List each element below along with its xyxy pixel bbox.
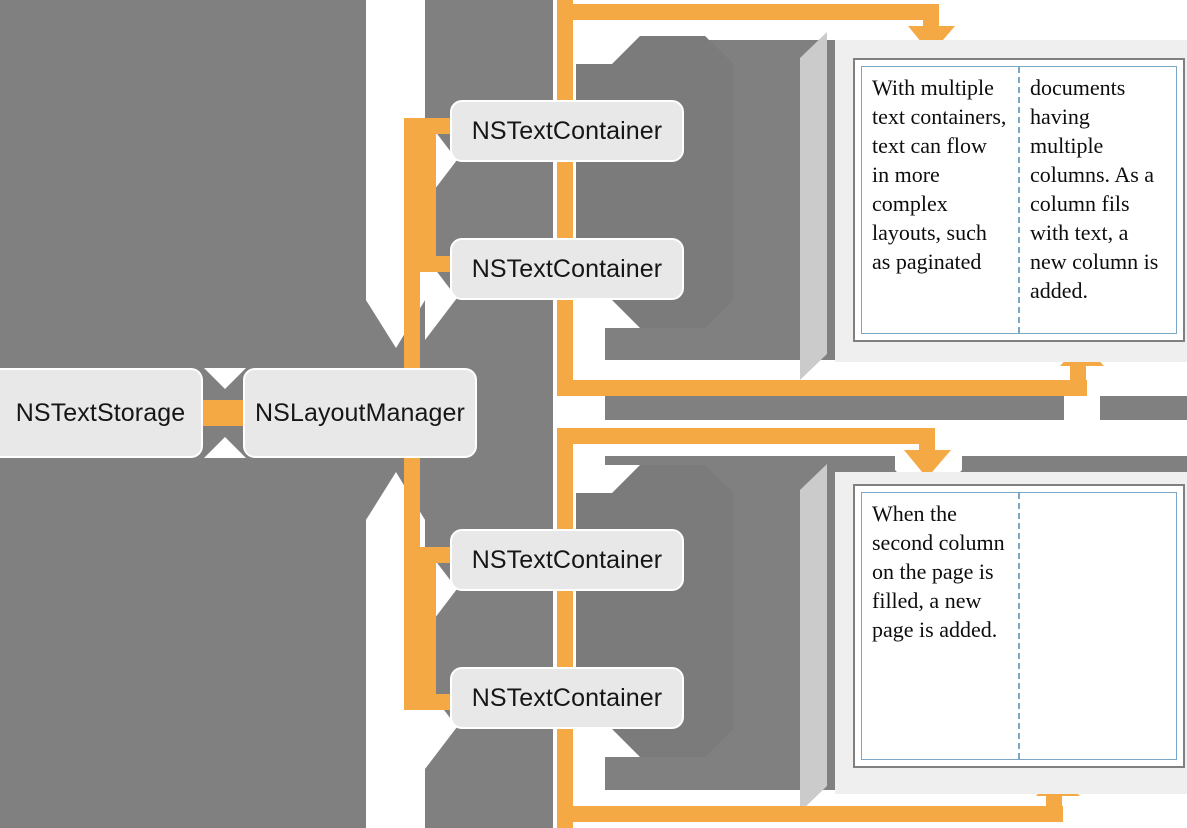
node-nstextcontainer-3[interactable]: NSTextContainer [450, 529, 684, 591]
page-one-column-2: documents having multiple columns. As a … [1020, 67, 1176, 333]
page-two-column-1: When the second column on the page is fi… [862, 493, 1020, 759]
link-diamond-decoration [204, 368, 246, 458]
orange-connectors [203, 0, 1104, 828]
page-two[interactable]: When the second column on the page is fi… [827, 472, 1187, 794]
page-one-column-2-text: documents having multiple columns. As a … [1030, 75, 1159, 303]
page-two-frame: When the second column on the page is fi… [835, 472, 1187, 794]
page-one-column-1: With multiple text containers, text can … [862, 67, 1020, 333]
node-nstextcontainer-2[interactable]: NSTextContainer [450, 238, 684, 300]
page-one-textbox: With multiple text containers, text can … [861, 66, 1177, 334]
node-nstextstorage[interactable]: NSTextStorage [0, 368, 203, 458]
page-two-textbox: When the second column on the page is fi… [861, 492, 1177, 760]
page-one-frame: With multiple text containers, text can … [835, 40, 1187, 362]
page-two-column-1-text: When the second column on the page is fi… [872, 501, 1005, 642]
page-two-column-2 [1020, 493, 1176, 759]
node-nslayoutmanager[interactable]: NSLayoutManager [243, 368, 477, 458]
page-shadows [800, 32, 827, 812]
page-two-sheet: When the second column on the page is fi… [853, 484, 1185, 768]
page-one-column-1-text: With multiple text containers, text can … [872, 75, 1007, 274]
node-nstextcontainer-4[interactable]: NSTextContainer [450, 667, 684, 729]
page-one-sheet: With multiple text containers, text can … [853, 58, 1185, 342]
page-one[interactable]: With multiple text containers, text can … [827, 40, 1187, 362]
node-nstextcontainer-1[interactable]: NSTextContainer [450, 100, 684, 162]
